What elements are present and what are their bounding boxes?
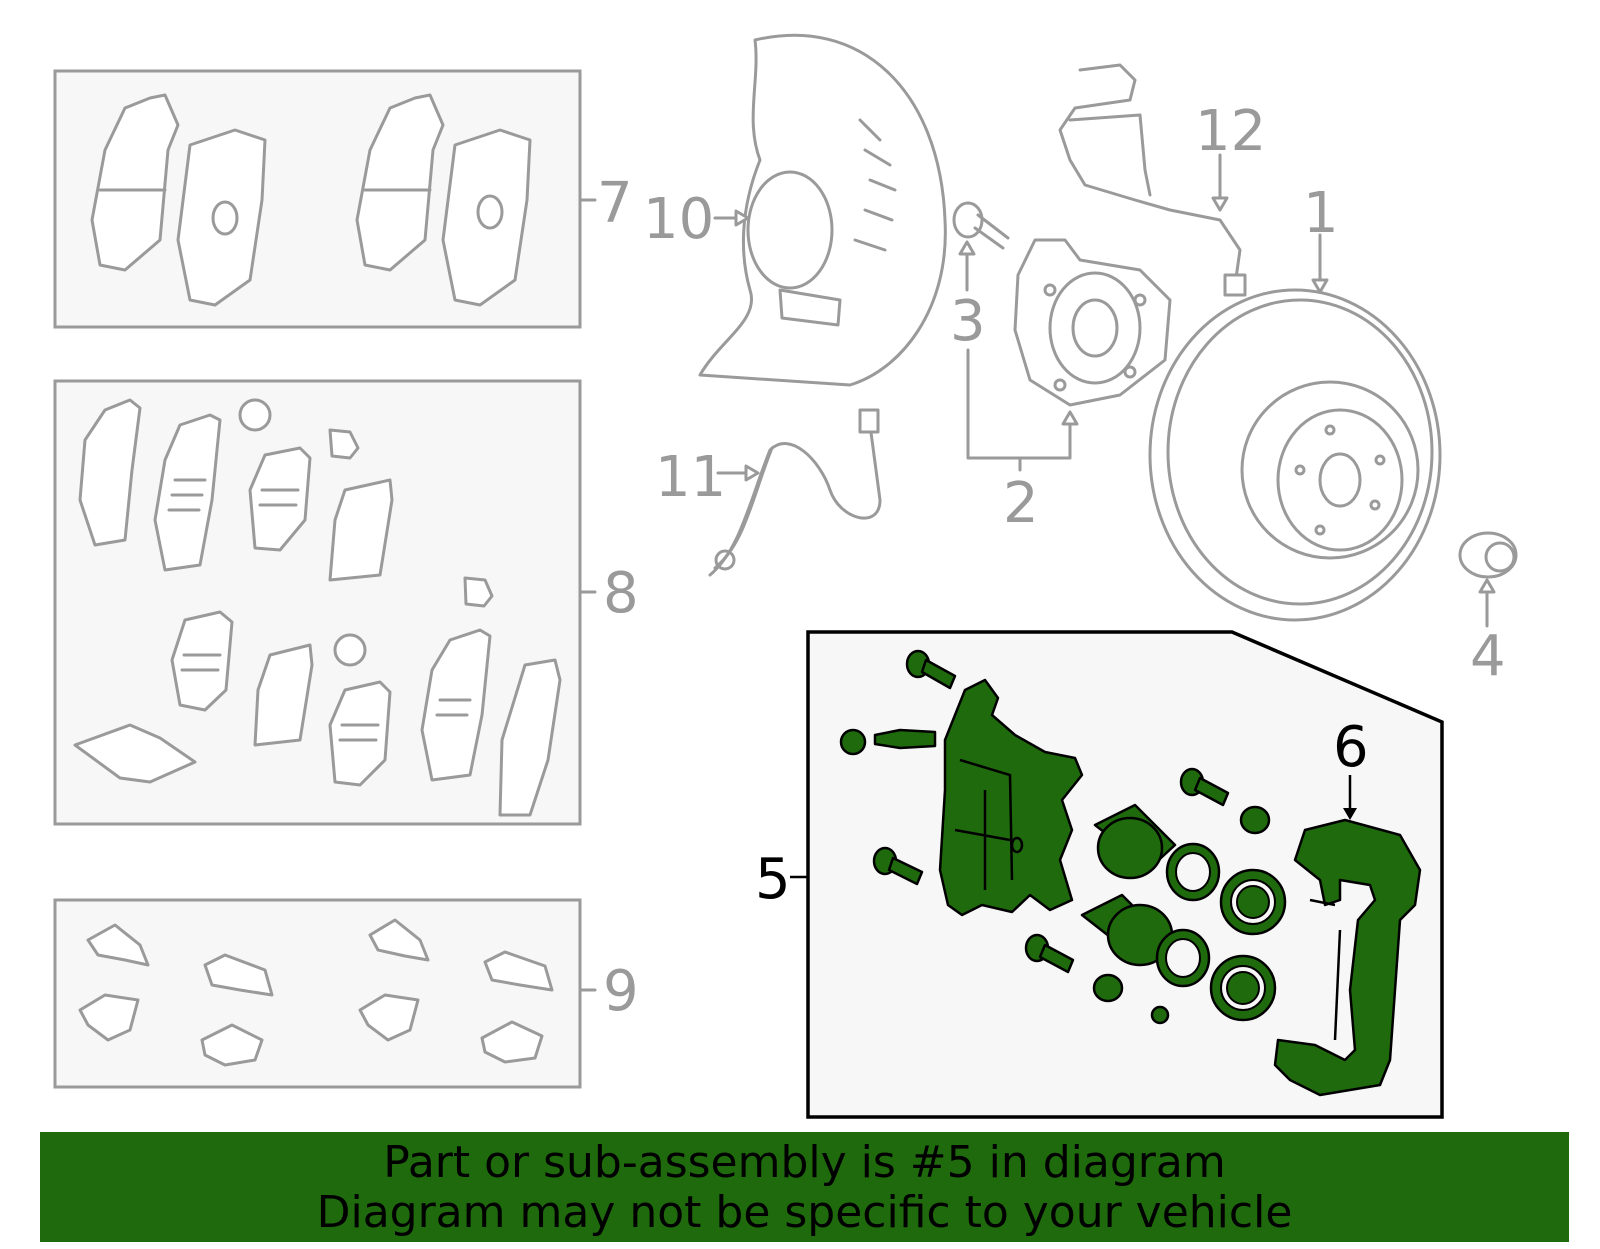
- shim-part: [420, 628, 492, 782]
- banner-line-1: Part or sub-assembly is #5 in diagram: [383, 1137, 1226, 1188]
- caliper-bolt-top: [905, 649, 957, 690]
- bleeder-small: [1150, 1005, 1170, 1025]
- clip-part: [328, 428, 360, 460]
- callout-2: 2: [1003, 471, 1039, 536]
- clip-part: [203, 953, 274, 997]
- slide-pin-upper: [1179, 767, 1230, 807]
- caliper-box: 5: [755, 630, 1444, 1119]
- clip-part: [358, 993, 420, 1042]
- piston-upper: [1093, 803, 1177, 880]
- bleeder-cap: [839, 728, 867, 756]
- caliper-mounting-bracket: 6: [1273, 715, 1422, 1097]
- banner-line-2: Diagram may not be specific to your vehi…: [316, 1187, 1293, 1238]
- bleeder-screw: [873, 728, 937, 750]
- piston-boot: [1209, 954, 1277, 1022]
- callout-12: 12: [1195, 99, 1266, 164]
- shim-part: [253, 643, 314, 747]
- shim-part: [498, 658, 562, 817]
- grease-packet: [73, 723, 197, 784]
- hub-bolt: 3: [950, 201, 1010, 354]
- shim-part: [328, 680, 392, 787]
- brake-pad-left-a: [90, 93, 267, 307]
- callout-3: 3: [950, 289, 986, 354]
- piston-seal: [1165, 842, 1221, 902]
- piston-lower: [1080, 893, 1174, 967]
- clip-part: [86, 923, 150, 967]
- clip-part: [463, 576, 494, 608]
- callout-7: 7: [597, 171, 633, 236]
- shim-part: [78, 398, 142, 547]
- clip-part: [333, 633, 367, 667]
- clip-part: [368, 918, 430, 962]
- callout-4: 4: [1470, 624, 1506, 689]
- clip-part: [200, 1023, 264, 1067]
- shim-kit-box: 8: [53, 379, 639, 826]
- caliper-bolt-lower: [872, 846, 924, 886]
- pin-boot-lower: [1092, 973, 1124, 1003]
- brake-rotor: 1: [1148, 181, 1442, 622]
- caliper-body: [938, 678, 1084, 917]
- clip-part: [238, 398, 272, 432]
- pad-kit-box: 7: [53, 69, 633, 329]
- lug-nut: 4: [1458, 531, 1518, 689]
- clip-part: [480, 1020, 544, 1064]
- splash-shield: 10: [643, 33, 947, 387]
- shim-part: [153, 413, 222, 572]
- callout-5: 5: [755, 847, 791, 912]
- callout-6: 6: [1333, 715, 1369, 780]
- hub-assembly: 2: [966, 238, 1172, 536]
- brake-pad-left-b: [355, 93, 532, 307]
- callout-1: 1: [1303, 181, 1339, 246]
- brake-hose: 11: [655, 408, 882, 577]
- shim-part: [328, 478, 394, 582]
- piston-boot: [1219, 868, 1287, 936]
- piston-seal: [1155, 928, 1211, 988]
- shim-part: [170, 610, 234, 712]
- callout-10: 10: [643, 187, 714, 252]
- callout-9: 9: [603, 959, 639, 1024]
- slide-pin-lower: [1024, 933, 1075, 974]
- pin-boot-upper: [1239, 805, 1271, 835]
- shim-part: [248, 446, 312, 552]
- callout-11: 11: [655, 445, 726, 510]
- clip-part: [483, 950, 554, 992]
- callout-8: 8: [603, 561, 639, 626]
- clip-kit-box: 9: [53, 898, 639, 1089]
- abs-sensor: 12: [1058, 63, 1266, 297]
- info-banner: Part or sub-assembly is #5 in diagram Di…: [40, 1132, 1569, 1242]
- clip-part: [78, 993, 140, 1042]
